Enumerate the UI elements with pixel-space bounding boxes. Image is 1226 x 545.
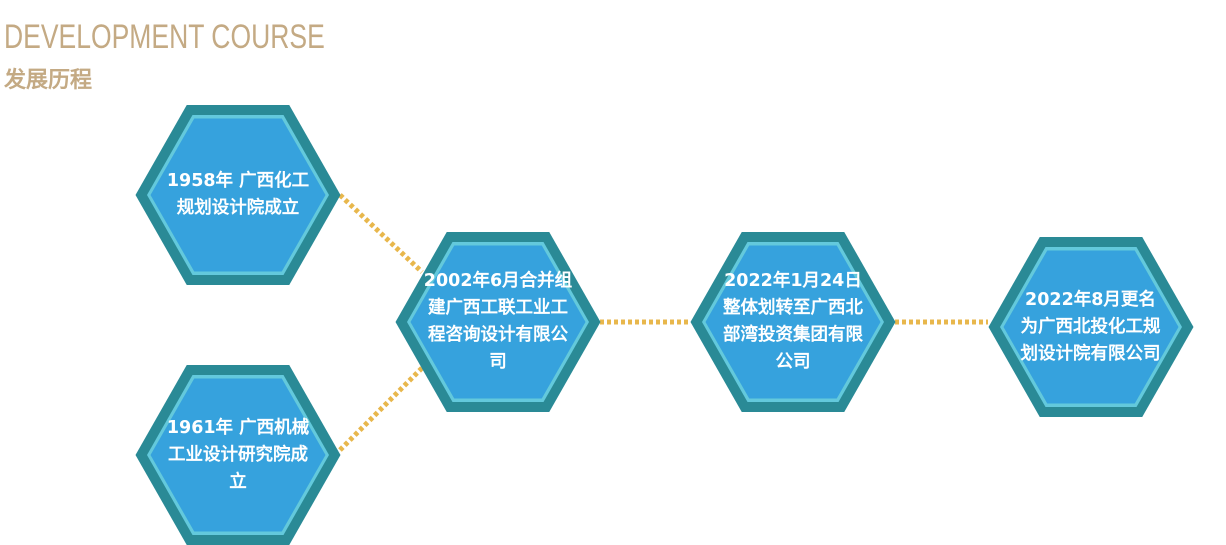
hexagon-fill (705, 245, 881, 399)
connector-1958-2002 (338, 193, 424, 274)
milestone-1961: 1961年 广西机械工业设计研究院成立 (166, 417, 310, 492)
section-title-en: DEVELOPMENT COURSE (4, 18, 325, 56)
section-title-zh: 发展历程 (4, 68, 93, 93)
milestone-1958: 1958年 广西化工规划设计院成立 (166, 171, 310, 218)
hexagon-fill (150, 378, 326, 532)
milestone-2022-aug: 2022年8月更名为广西北投化工规划设计院有限公司 (1020, 289, 1161, 364)
hexagon-fill (410, 245, 586, 399)
milestone-2022-jan: 2022年1月24日整体划转至广西北部湾投资集团有限公司 (723, 271, 863, 372)
hexagon-fill (1003, 250, 1179, 404)
hexagon-fill (150, 118, 326, 272)
milestone-2002: 2002年6月合并组建广西工联工业工程咨询设计有限公司 (423, 271, 573, 372)
connector-1961-2002 (338, 366, 424, 452)
